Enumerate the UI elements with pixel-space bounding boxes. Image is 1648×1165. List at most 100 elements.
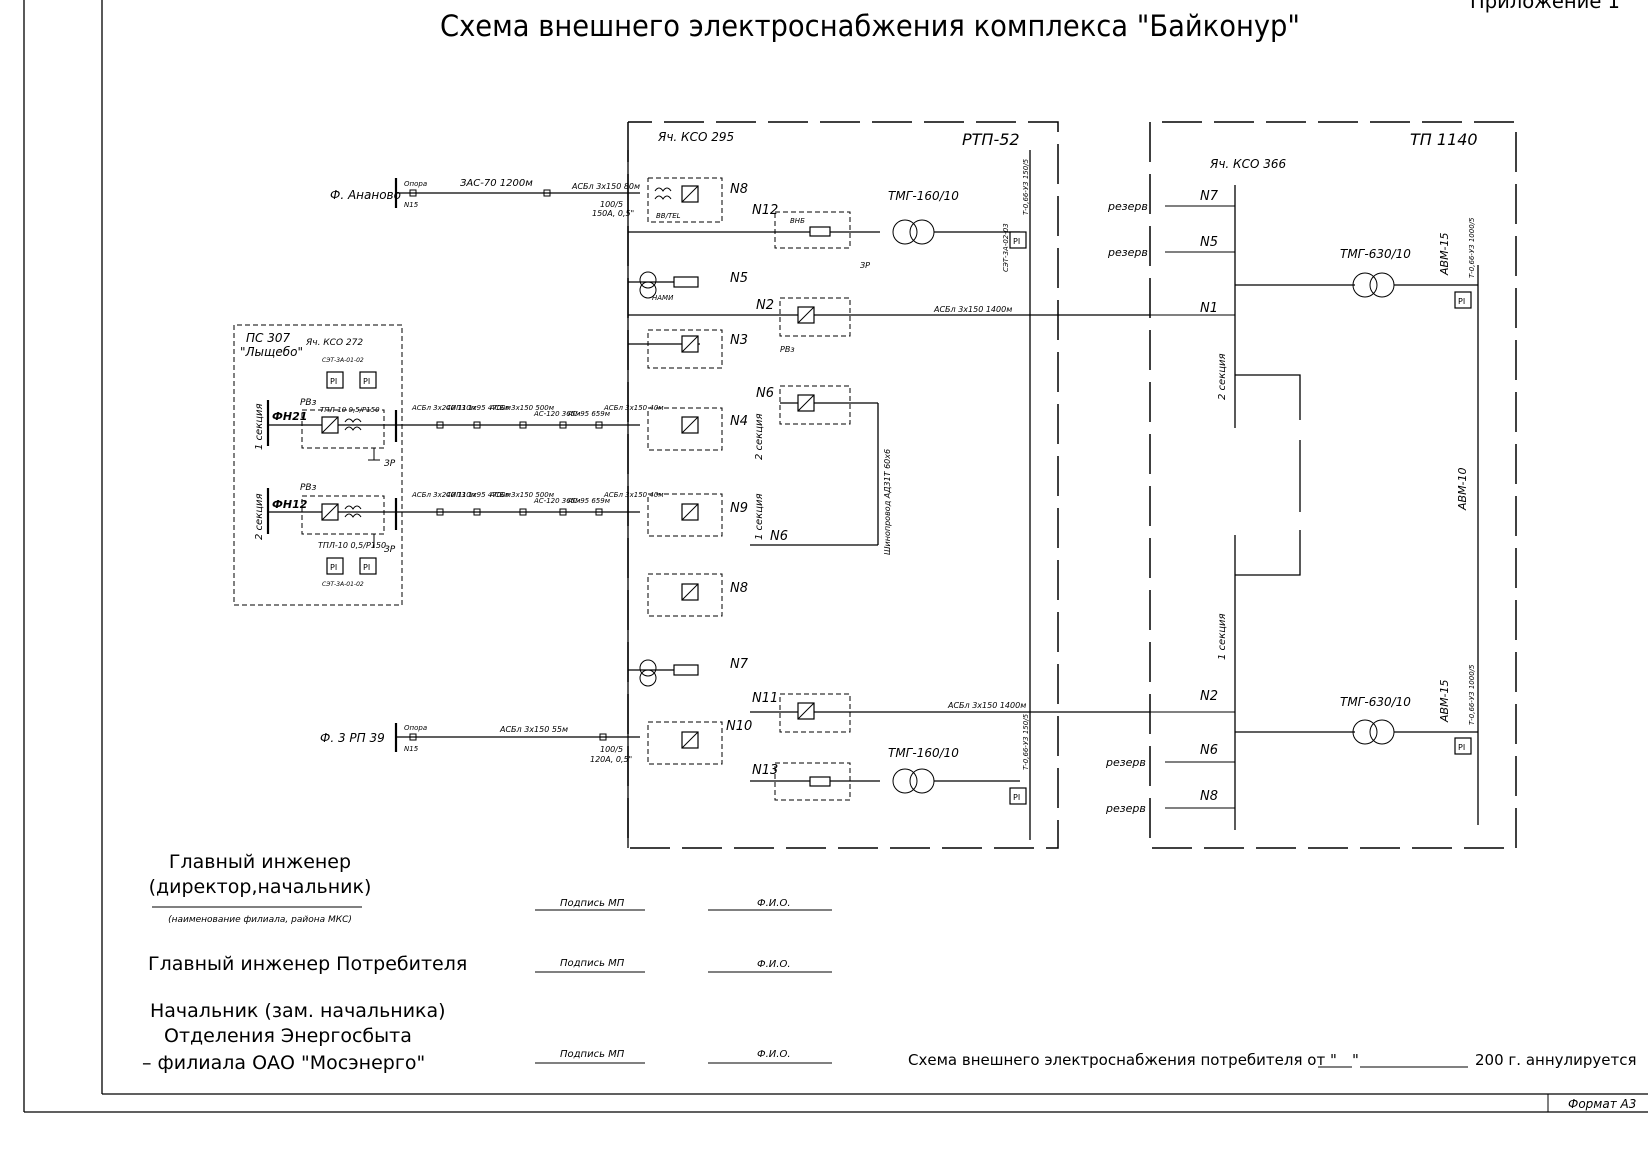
feeder-fn21: ФН21 bbox=[272, 410, 307, 423]
meter-r: СЭТ-3А-02-03 bbox=[1002, 223, 1010, 272]
ps307-cell: Яч. КСО 272 bbox=[305, 338, 363, 348]
cell-n10-label: N10 bbox=[726, 719, 752, 734]
page-title: Схема внешнего электроснабжения комплекс… bbox=[440, 9, 1300, 43]
signature-block: Главный инженер (директор,начальник) (на… bbox=[142, 851, 1636, 1074]
feeder-ananovo-label: Ф. Ананово bbox=[330, 188, 401, 202]
cell-n5-label: N5 bbox=[730, 271, 748, 286]
reserve-1: резерв bbox=[1107, 200, 1148, 213]
meter-icon bbox=[1009, 231, 1027, 249]
ct1b-label: 150А, 0,5" bbox=[592, 209, 634, 218]
opora-label-2: Опора bbox=[404, 724, 427, 732]
meter-a: СЭТ-3А-01-02 bbox=[322, 357, 364, 364]
chief1: Главный инженер bbox=[169, 851, 351, 873]
sign3: Подпись МП bbox=[560, 1049, 625, 1060]
chief3c: – филиала ОАО "Мосэнерго" bbox=[142, 1052, 425, 1074]
tp-n6: N6 bbox=[1200, 743, 1218, 758]
meter-icon bbox=[1454, 737, 1472, 755]
seg2b: СИП3 1х95 4700м bbox=[446, 491, 512, 499]
meter-pi: PI bbox=[1013, 793, 1020, 802]
cell-n13-label: N13 bbox=[752, 763, 778, 778]
transformer-t2-label: ТМГ-160/10 bbox=[888, 746, 959, 760]
meter-icon bbox=[1454, 291, 1472, 309]
seg3b: АСБл 3х150 500м bbox=[489, 491, 555, 499]
cell-n11-label: N11 bbox=[752, 691, 778, 706]
reserve-2: резерв bbox=[1107, 246, 1148, 259]
tp-n1: N1 bbox=[1200, 301, 1218, 316]
cell-n4-label: N4 bbox=[730, 414, 748, 429]
seg6: АСБл 3х150 40м bbox=[603, 404, 664, 412]
cell-n12-label: N12 bbox=[752, 203, 778, 218]
meter-pi: PI bbox=[330, 377, 337, 386]
meter-icon bbox=[359, 557, 377, 575]
seg4: АС-120 365м bbox=[533, 410, 581, 418]
avm10: АВМ-10 bbox=[1456, 467, 1469, 511]
seg6b: АСБл 3х150 40м bbox=[603, 491, 664, 499]
cell-n7-label: N7 bbox=[730, 657, 749, 672]
rtp52-name: РТП-52 bbox=[962, 130, 1020, 149]
meter-pi: PI bbox=[363, 377, 370, 386]
feeder-rp39-label: Ф. 3 РП 39 bbox=[320, 731, 385, 745]
fio2: Ф.И.О. bbox=[757, 959, 791, 970]
seg4b: АС-120 365м bbox=[533, 497, 581, 505]
feeder-rp39: Ф. 3 РП 39 АСБл 3х150 55м Опора N15 100/… bbox=[320, 723, 640, 764]
meter-icon bbox=[326, 371, 344, 389]
seg1b: АСБл 3х240 110м bbox=[411, 491, 477, 499]
cell-n8: N8 BB/TEL bbox=[647, 177, 748, 223]
cable-1400a: АСБл 3х150 1400м bbox=[933, 305, 1012, 314]
transformer-t3-label: ТМГ-630/10 bbox=[1340, 247, 1411, 261]
meter-icon bbox=[1009, 787, 1027, 805]
zr-label-2: ЗР bbox=[384, 545, 396, 555]
transformer-t4-label: ТМГ-630/10 bbox=[1340, 695, 1411, 709]
cable-lines-ps307: АСБл 3х240 110м СИП3 1х95 4700м АСБл 3х1… bbox=[396, 404, 664, 516]
cell-n10: N10 bbox=[647, 719, 752, 765]
ps307-section1: 1 секция bbox=[254, 403, 265, 450]
cell-n5: N5 НАМИ bbox=[628, 271, 748, 302]
rtp-section1: 1 секция bbox=[754, 493, 765, 540]
cable-asb80: АСБл 3х150 80м bbox=[571, 182, 640, 191]
annul-text1: Схема внешнего электроснабжения потребит… bbox=[908, 1051, 1337, 1069]
meter-pi: PI bbox=[1458, 297, 1465, 306]
chief1c: (наименование филиала, района МКС) bbox=[168, 915, 352, 925]
chief1b: (директор,начальник) bbox=[149, 876, 372, 898]
cable-asb55: АСБл 3х150 55м bbox=[499, 725, 568, 734]
tpl-label-a: ТПЛ-10 0,5/Р150 bbox=[320, 406, 380, 414]
seg2: СИП3 1х95 4700м bbox=[446, 404, 512, 412]
rtp52-block: РТП-52 Яч. КСО 295 2 секция 1 секция N8 … bbox=[627, 121, 1150, 849]
fio1: Ф.И.О. bbox=[757, 898, 791, 909]
feeder-fn12: ФН12 bbox=[272, 498, 308, 511]
ct-tp1: Т-0,66-У3 1000/5 bbox=[1468, 217, 1476, 278]
reserve-4: резерв bbox=[1105, 802, 1146, 815]
opora-label: Опора bbox=[404, 180, 427, 188]
tp-n5: N5 bbox=[1200, 235, 1218, 250]
seg5b: АС-95 659м bbox=[567, 497, 611, 505]
rvz-label: РВз bbox=[300, 398, 317, 408]
reserve-3: резерв bbox=[1105, 756, 1146, 769]
cell-n9: N9 bbox=[647, 493, 748, 537]
vnb: ВНБ bbox=[790, 217, 805, 225]
cable-1400b: АСБл 3х150 1400м bbox=[947, 701, 1026, 710]
n15-label: N15 bbox=[404, 201, 419, 209]
cell-n3-label: N3 bbox=[730, 333, 748, 348]
format-label: Формат А3 bbox=[1568, 1097, 1636, 1111]
cell-n4: N4 bbox=[647, 407, 748, 451]
rtp52-cell: Яч. КСО 295 bbox=[657, 130, 734, 144]
tp1140-cell: Яч. КСО 366 bbox=[1209, 157, 1286, 171]
cell-n8-label: N8 bbox=[730, 182, 748, 197]
fio3: Ф.И.О. bbox=[757, 1049, 791, 1060]
ps307-sub: "Лыщебо" bbox=[240, 345, 303, 359]
chief3b: Отделения Энергосбыта bbox=[164, 1025, 412, 1047]
nami: НАМИ bbox=[652, 294, 674, 302]
seg3: АСБл 3х150 500м bbox=[489, 404, 555, 412]
cable-zac70: ЗАС-70 1200м bbox=[460, 178, 533, 189]
tp-section2: 2 секция bbox=[1217, 353, 1228, 400]
sign2: Подпись МП bbox=[560, 958, 625, 969]
cell-n6: N6 bbox=[756, 385, 878, 425]
cell-n6b: N6 Шинопровод АД31Т 60х6 bbox=[750, 403, 892, 555]
rtp-section2: 2 секция bbox=[754, 413, 765, 460]
cell-n2: N2 АСБл 3х150 1400м РВз bbox=[628, 297, 1150, 354]
ps307-name: ПС 307 bbox=[246, 331, 290, 345]
avm15a: АВМ-15 bbox=[1438, 232, 1451, 276]
tpl-label-b: ТПЛ-10 0,5/Р150 bbox=[318, 541, 386, 550]
